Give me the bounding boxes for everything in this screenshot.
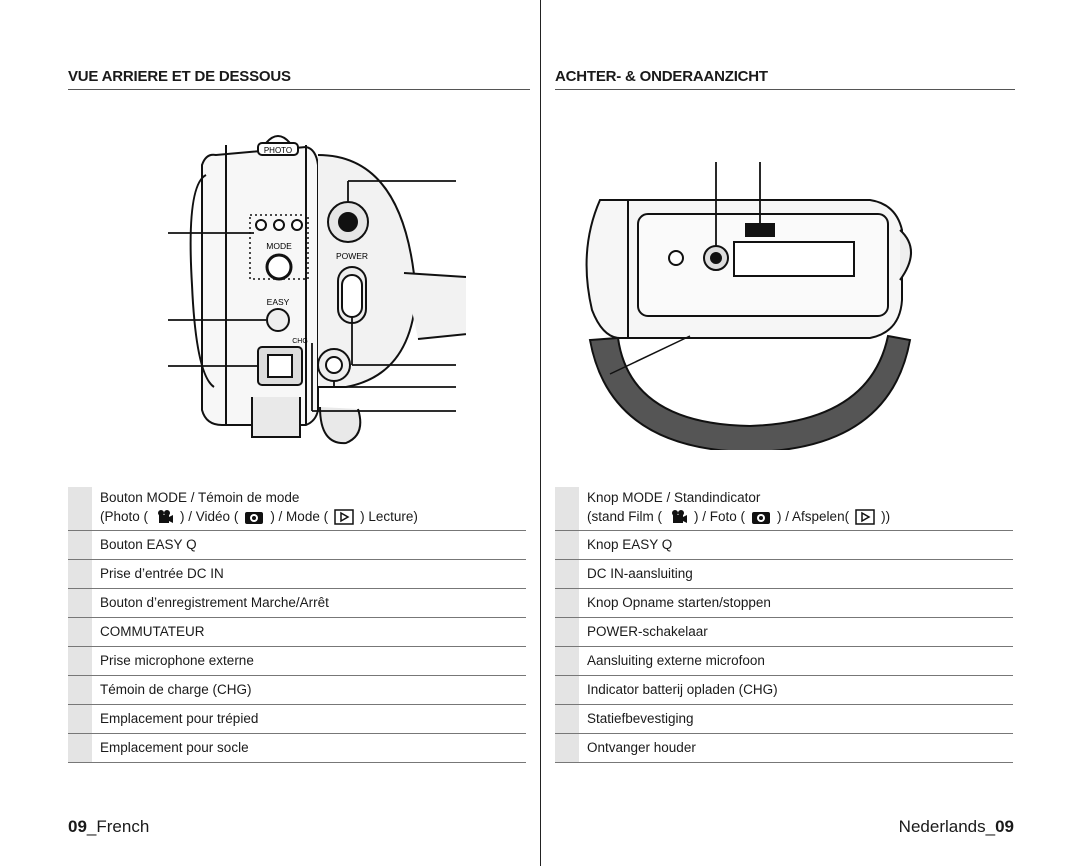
center-divider xyxy=(540,0,541,866)
list-item: Ontvanger houder xyxy=(587,740,696,755)
list-item: Emplacement pour trépied xyxy=(100,711,259,726)
mode-sep: ) / Mode ( xyxy=(270,509,329,524)
power-label: POWER xyxy=(336,251,368,261)
playback-icon xyxy=(334,509,354,525)
row-1-line-1: Knop MODE / Standindicator xyxy=(587,490,761,505)
page-number: 09 xyxy=(68,817,87,836)
photo-label: PHOTO xyxy=(264,146,292,155)
parts-table-fr: Bouton MODE / Témoin de mode (Photo ( ) … xyxy=(68,487,526,763)
list-item: Prise d’entrée DC IN xyxy=(100,566,224,581)
list-item: Statiefbevestiging xyxy=(587,711,694,726)
list-item: Témoin de charge (CHG) xyxy=(100,682,252,697)
list-item: COMMUTATEUR xyxy=(100,624,205,639)
row-1-line-1: Bouton MODE / Témoin de mode xyxy=(100,490,300,505)
photo-camera-icon xyxy=(245,512,264,524)
footer-fr: 09_French xyxy=(68,817,149,837)
film-prefix: (stand Film ( xyxy=(587,509,663,524)
row-text: Bouton MODE / Témoin de mode (Photo ( ) … xyxy=(92,487,418,530)
row-text: Knop MODE / Standindicator (stand Film (… xyxy=(579,487,890,530)
mode-label: MODE xyxy=(266,241,292,251)
photo-camera-icon xyxy=(752,512,771,524)
language-label: Nederlands_ xyxy=(898,817,996,836)
page-number: 09 xyxy=(995,817,1014,836)
list-item: Knop Opname starten/stoppen xyxy=(587,595,771,610)
language-label: _French xyxy=(86,817,150,836)
list-item: Aansluiting externe microfoon xyxy=(587,653,765,668)
row-1-line-2: (stand Film ( ) / Foto ( ) / Afspelen( )… xyxy=(587,509,890,525)
photo-prefix: (Photo ( xyxy=(100,509,149,524)
table-row: Knop MODE / Standindicator (stand Film (… xyxy=(555,487,1013,531)
bottom-view-figure xyxy=(585,162,912,450)
movie-camera-icon xyxy=(672,510,688,523)
section-title-fr: VUE ARRIERE ET DE DESSOUS xyxy=(68,68,530,90)
table-row: Bouton MODE / Témoin de mode (Photo ( ) … xyxy=(68,487,526,531)
lecture-suffix: ) Lecture) xyxy=(360,509,418,524)
foto-sep: ) / Foto ( xyxy=(694,509,746,524)
list-item: Knop EASY Q xyxy=(587,537,673,552)
list-item: Emplacement pour socle xyxy=(100,740,249,755)
nl-suffix: )) xyxy=(881,509,891,524)
section-title-nl: ACHTER- & ONDERAANZICHT xyxy=(555,68,1015,90)
footer-nl: Nederlands_09 xyxy=(899,817,1014,837)
video-sep: ) / Vidéo ( xyxy=(180,509,239,524)
list-item: Prise microphone externe xyxy=(100,653,254,668)
number-cell xyxy=(555,487,579,530)
list-item: POWER-schakelaar xyxy=(587,624,708,639)
easy-label: EASY xyxy=(267,297,290,307)
playback-icon xyxy=(855,509,875,525)
list-item: Indicator batterij opladen (CHG) xyxy=(587,682,778,697)
chg-label: CHG xyxy=(292,338,308,345)
rear-view-figure: PHOTO MODE POWER EASY CHG xyxy=(168,135,466,445)
movie-camera-icon xyxy=(158,510,174,523)
list-item: Bouton EASY Q xyxy=(100,537,197,552)
row-1-line-2: (Photo ( ) / Vidéo ( ) / Mode ( ) Lectur… xyxy=(100,509,418,525)
list-item: DC IN-aansluiting xyxy=(587,566,693,581)
afspelen-sep: ) / Afspelen( xyxy=(777,509,850,524)
number-cell xyxy=(68,487,92,530)
parts-table-nl: Knop MODE / Standindicator (stand Film (… xyxy=(555,487,1013,763)
list-item: Bouton d’enregistrement Marche/Arrêt xyxy=(100,595,329,610)
